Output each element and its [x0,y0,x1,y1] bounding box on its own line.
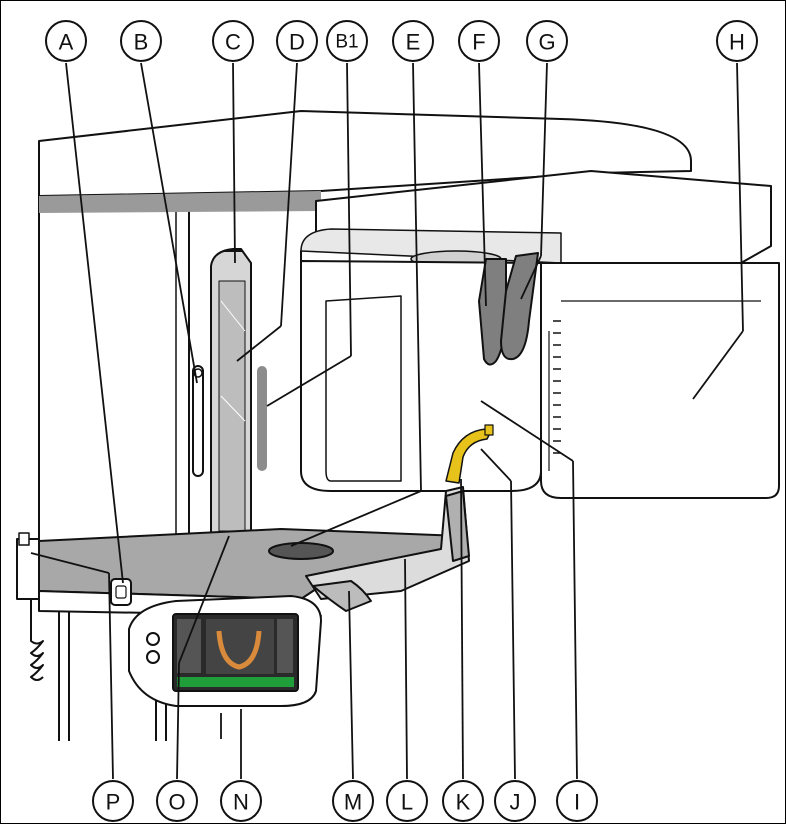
handle-bar [192,365,204,477]
leader-l [404,558,408,780]
leader-p [108,572,114,780]
callout-p-label: P [106,790,121,815]
callout-b: B [120,20,162,62]
callout-a: A [45,20,87,62]
callout-d-label: D [289,30,305,55]
callout-f-label: F [472,30,485,55]
leader-k [460,478,464,780]
leader-c [232,62,236,264]
callout-j: J [494,780,536,822]
temple-support-right [500,252,539,361]
leader-h2 [692,330,744,400]
leader-d2 [236,325,282,362]
callout-c: C [212,20,254,62]
callouts-bottom: P O N M L K J I [92,780,598,822]
leader-a [65,62,124,584]
leader-f [478,62,487,307]
callout-p: P [92,780,134,822]
leader-j2 [480,448,512,482]
leader-e2 [290,490,422,547]
callout-a-label: A [59,30,74,55]
callout-l-label: L [401,790,413,815]
leader-p2 [30,552,110,574]
hand-switch-holder [16,538,40,600]
callout-i: I [556,780,598,822]
laser-line [257,366,267,471]
leader-o2 [178,535,230,664]
coiled-cable [30,599,44,681]
leader-i2 [480,400,574,462]
sensor-grille [553,320,561,454]
callout-n: N [220,780,262,822]
callout-b1-label: B1 [335,32,358,53]
leader-b1 [346,62,352,357]
callout-m: M [332,780,374,822]
leader-lines [30,62,744,780]
callout-o-label: O [168,790,185,815]
leader-d [280,62,298,327]
callout-g: G [526,20,568,62]
callout-l: L [386,780,428,822]
callout-h-label: H [729,30,745,55]
leader-b [140,62,198,384]
leader-o [176,662,180,780]
callout-e-label: E [406,30,421,55]
callout-n-label: N [233,790,249,815]
callout-i-label: I [574,790,580,815]
callout-b1: B1 [326,20,368,62]
leader-h [736,62,744,332]
panel-button-1 [146,632,160,646]
callout-e: E [392,20,434,62]
callout-g-label: G [538,30,555,55]
leader-b1b [266,355,352,407]
callout-d: D [276,20,318,62]
leader-i [572,460,578,780]
callout-b-label: B [134,30,149,55]
callout-f: F [458,20,500,62]
leader-e [412,62,422,492]
callout-h: H [716,20,758,62]
top-arm [38,110,692,197]
callout-c-label: C [225,30,241,55]
leader-g2 [520,255,542,300]
callout-o: O [156,780,198,822]
callout-k-label: K [456,790,471,815]
machine-illustration [16,110,780,741]
sensor-head [540,262,780,499]
callout-j-label: J [510,790,521,815]
chin-rest-hole [268,542,334,560]
callouts-top: A B C D B1 E F G [45,20,758,62]
panel-button-2 [146,650,160,664]
callout-m-label: M [344,790,362,815]
leader-g [540,62,548,257]
leader-m [348,590,354,780]
callout-k: K [442,780,484,822]
leader-j [510,480,516,780]
